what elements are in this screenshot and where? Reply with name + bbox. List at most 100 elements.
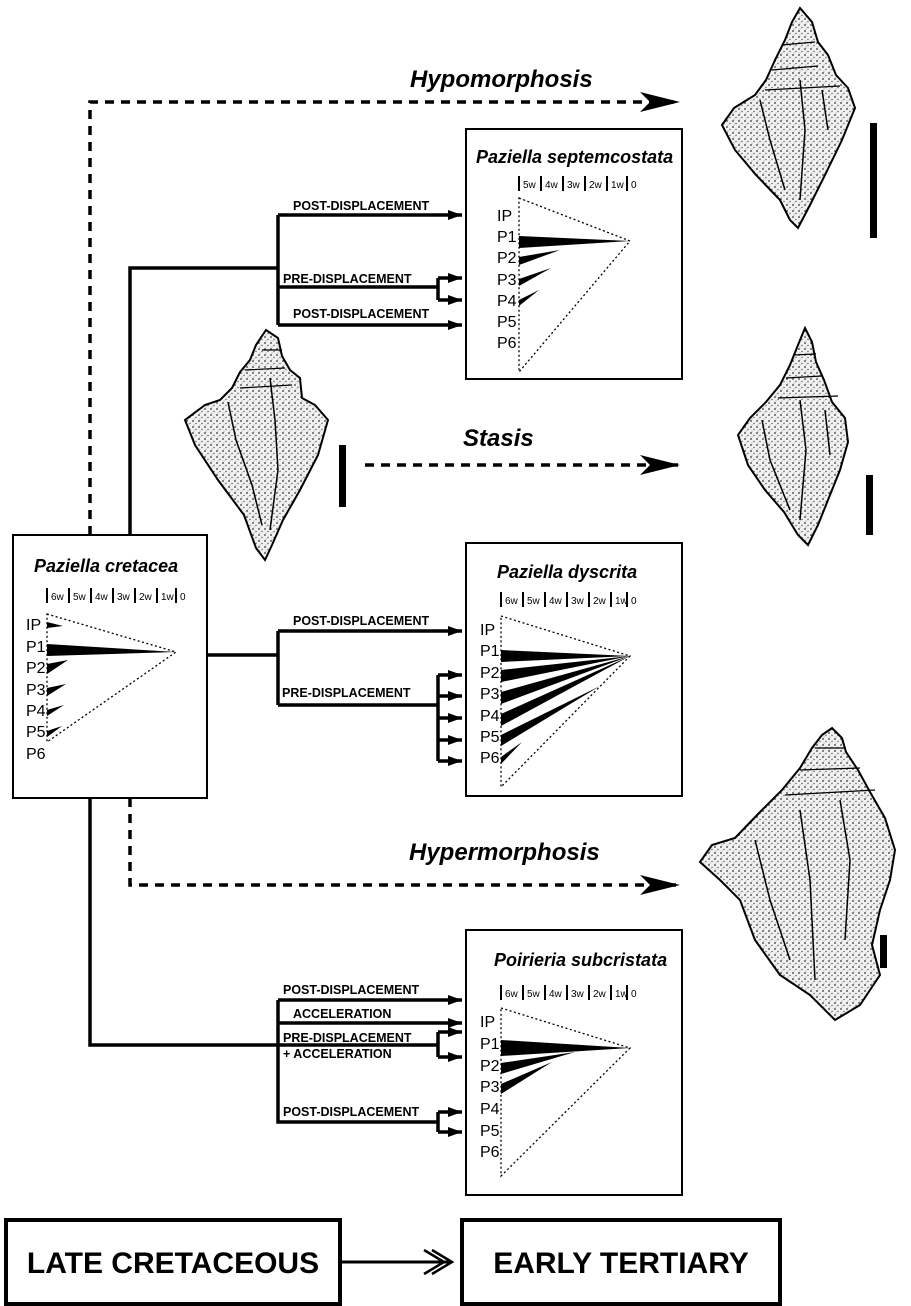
row-label: P3 [497, 272, 517, 289]
ontogeny-triangle [500, 615, 632, 789]
varix-wedges [501, 650, 630, 764]
shell-illustration-ancestor [183, 328, 330, 562]
species-name: Paziella septemcostata [476, 147, 673, 167]
whorl-label: 4w [549, 989, 563, 1000]
shell-illustration-stasis [736, 325, 850, 547]
whorl-label: 4w [95, 592, 109, 603]
whorl-label: 5w [523, 180, 537, 191]
dyscrita-box: Paziella dyscrita 6w 5w 4w 3w 2w 1w 0 IP… [465, 542, 683, 797]
whorl-label: 0 [631, 180, 637, 191]
row-label: IP [480, 1014, 495, 1031]
shell-illustration-hypomorphosis [720, 6, 857, 230]
whorl-scale: 6w 5w 4w 3w 2w 1w 0 [500, 592, 637, 607]
hypermorphosis-path [128, 798, 680, 895]
process-label: ACCELERATION [293, 1007, 391, 1021]
septemcostata-branch [128, 210, 462, 535]
row-label: P5 [480, 729, 500, 746]
process-label: POST-DISPLACEMENT [283, 1105, 419, 1119]
whorl-label: 1w [615, 596, 629, 607]
whorl-label: 3w [571, 596, 585, 607]
timeline: LATE CRETACEOUS EARLY TERTIARY [4, 1218, 782, 1306]
timeline-end-box [460, 1218, 782, 1306]
process-label: PRE-DISPLACEMENT [282, 686, 411, 700]
row-label: P6 [480, 1144, 500, 1161]
row-label: P5 [26, 724, 46, 741]
row-label: P5 [497, 314, 517, 331]
whorl-label: 0 [180, 592, 186, 603]
row-label: IP [26, 617, 41, 634]
whorl-label: 0 [631, 596, 637, 607]
scale-bar [870, 123, 877, 238]
row-label: P1 [480, 1036, 500, 1053]
whorl-label: 5w [527, 596, 541, 607]
whorl-label: 6w [505, 596, 519, 607]
whorl-label: 5w [527, 989, 541, 1000]
ancestor-box: Paziella cretacea 6w 5w 4w 3w 2w 1w 0 IP… [12, 534, 208, 799]
row-label: P3 [480, 686, 500, 703]
varix-wedges [519, 236, 630, 306]
row-label: P6 [26, 746, 46, 763]
hypomorphosis-label: Hypomorphosis [410, 66, 593, 93]
whorl-label: 6w [505, 989, 519, 1000]
whorl-label: 3w [117, 592, 131, 603]
timeline-end-label: EARLY TERTIARY [493, 1247, 749, 1280]
whorl-label: 2w [139, 592, 153, 603]
whorl-label: 3w [571, 989, 585, 1000]
hypermorphosis-label: Hypermorphosis [409, 839, 600, 866]
row-label: P6 [480, 750, 500, 767]
timeline-start-box [4, 1218, 342, 1306]
stasis-label: Stasis [463, 425, 534, 452]
species-name: Poirieria subcristata [494, 950, 667, 970]
row-label: IP [480, 622, 495, 639]
ontogeny-triangle [46, 613, 178, 744]
row-label: P4 [497, 293, 517, 310]
row-label: P2 [26, 660, 46, 677]
row-label: P4 [480, 1101, 500, 1118]
whorl-label: 2w [593, 989, 607, 1000]
timeline-start-label: LATE CRETACEOUS [27, 1247, 319, 1280]
whorl-label: 1w [161, 592, 175, 603]
row-label: P6 [497, 335, 517, 352]
scale-bar [866, 475, 873, 535]
process-label: POST-DISPLACEMENT [283, 983, 419, 997]
timeline-arrow-head [423, 1248, 455, 1276]
scale-bar [339, 445, 346, 507]
whorl-label: 2w [593, 596, 607, 607]
varix-wedges [47, 622, 176, 737]
process-label: PRE-DISPLACEMENT [283, 1031, 412, 1045]
ontogeny-triangle [518, 197, 632, 374]
row-label: P2 [497, 250, 517, 267]
subcristata-branch [88, 798, 462, 1137]
row-label: P3 [26, 682, 46, 699]
varix-wedges [501, 1040, 630, 1094]
whorl-label: 5w [73, 592, 87, 603]
row-label: P4 [26, 703, 46, 720]
whorl-label: 3w [567, 180, 581, 191]
scale-bar [880, 935, 887, 968]
whorl-label: 4w [545, 180, 559, 191]
whorl-label: 6w [51, 592, 65, 603]
hypomorphosis-path [88, 92, 680, 535]
whorl-label: 0 [631, 989, 637, 1000]
species-name: Paziella dyscrita [497, 562, 637, 582]
row-label: P2 [480, 1058, 500, 1075]
row-label: P2 [480, 665, 500, 682]
species-name: Paziella cretacea [34, 556, 178, 576]
row-label: IP [497, 208, 512, 225]
whorl-label: 1w [615, 989, 629, 1000]
whorl-label: 4w [549, 596, 563, 607]
process-label: POST-DISPLACEMENT [293, 307, 429, 321]
row-label: P1 [26, 639, 46, 656]
whorl-scale: 6w 5w 4w 3w 2w 1w 0 [500, 985, 637, 1000]
row-label: P4 [480, 708, 500, 725]
process-label: + ACCELERATION [283, 1047, 392, 1061]
septemcostata-box: Paziella septemcostata 5w 4w 3w 2w 1w 0 … [465, 128, 683, 380]
whorl-label: 1w [611, 180, 625, 191]
subcristata-box: Poirieria subcristata 6w 5w 4w 3w 2w 1w … [465, 929, 683, 1196]
process-label: PRE-DISPLACEMENT [283, 272, 412, 286]
shell-illustration-hypermorphosis [698, 726, 897, 1022]
row-label: P3 [480, 1079, 500, 1096]
whorl-scale: 5w 4w 3w 2w 1w 0 [518, 176, 637, 191]
